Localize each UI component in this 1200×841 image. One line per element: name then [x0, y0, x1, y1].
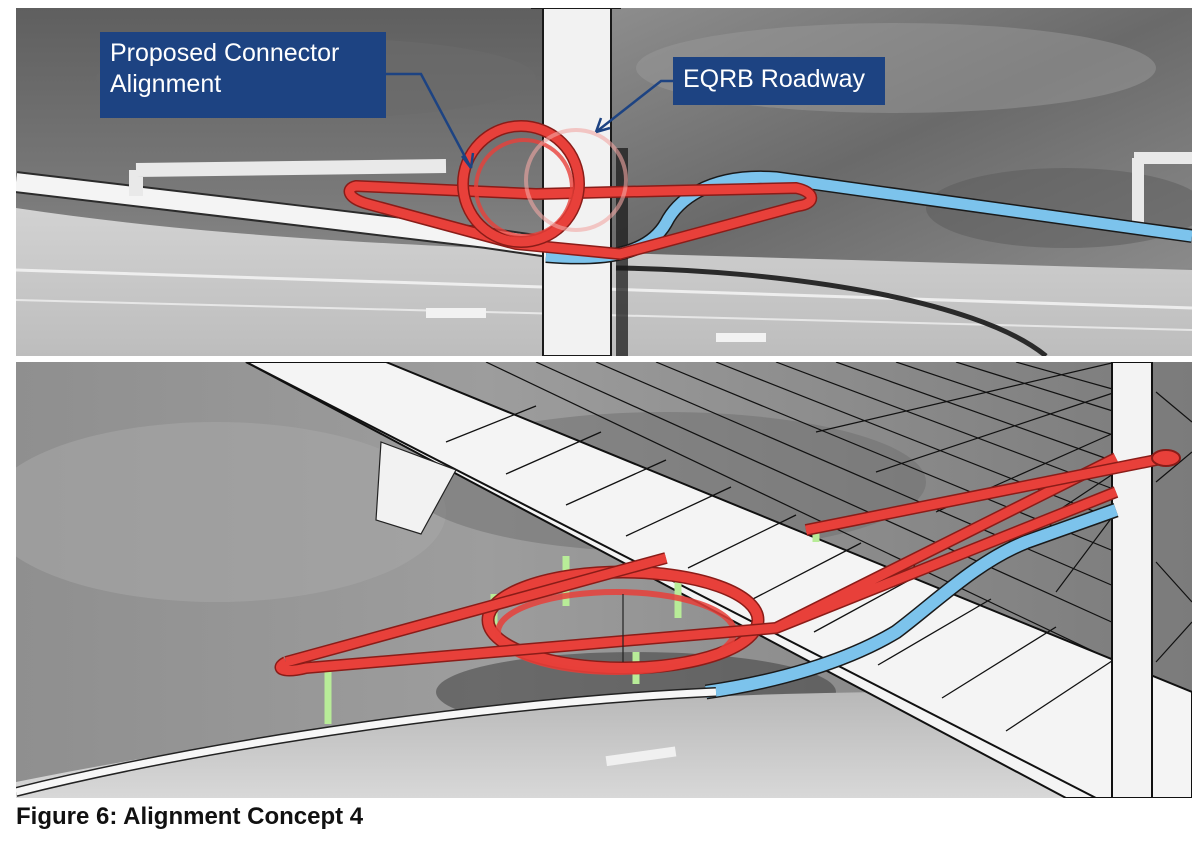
existing-path-blue	[705, 504, 1119, 698]
freeway-dark-edge	[615, 265, 1048, 356]
proposed-connector	[343, 120, 818, 261]
service-road	[129, 159, 447, 196]
perspective-view-drawing	[16, 362, 1192, 798]
vehicle	[426, 308, 486, 318]
plan-view-panel	[16, 8, 1192, 356]
callout-proposed-connector: Proposed Connector Alignment	[100, 32, 386, 118]
bridge-tower	[1111, 362, 1153, 798]
figure-caption: Figure 6: Alignment Concept 4	[16, 803, 364, 830]
vehicle	[605, 746, 677, 767]
vehicle	[716, 333, 766, 342]
connector-arrowhead	[461, 152, 475, 169]
terrain-patch	[16, 422, 446, 602]
plan-view-drawing	[16, 8, 1192, 356]
connector-leader-arrow	[386, 72, 473, 169]
bridge-pier	[375, 441, 457, 535]
perspective-view-panel	[16, 362, 1192, 798]
frontage-road	[16, 688, 717, 796]
proposed-connector	[274, 449, 1181, 677]
eqrb-leader-arrow	[595, 79, 673, 133]
frontage-road	[16, 173, 558, 257]
eqrb-arrowhead	[594, 117, 611, 134]
freeway-ground	[16, 692, 1192, 798]
bridge-cable-stays	[485, 362, 1192, 663]
callout-eqrb-roadway: EQRB Roadway	[673, 57, 885, 105]
service-road	[1132, 152, 1192, 228]
